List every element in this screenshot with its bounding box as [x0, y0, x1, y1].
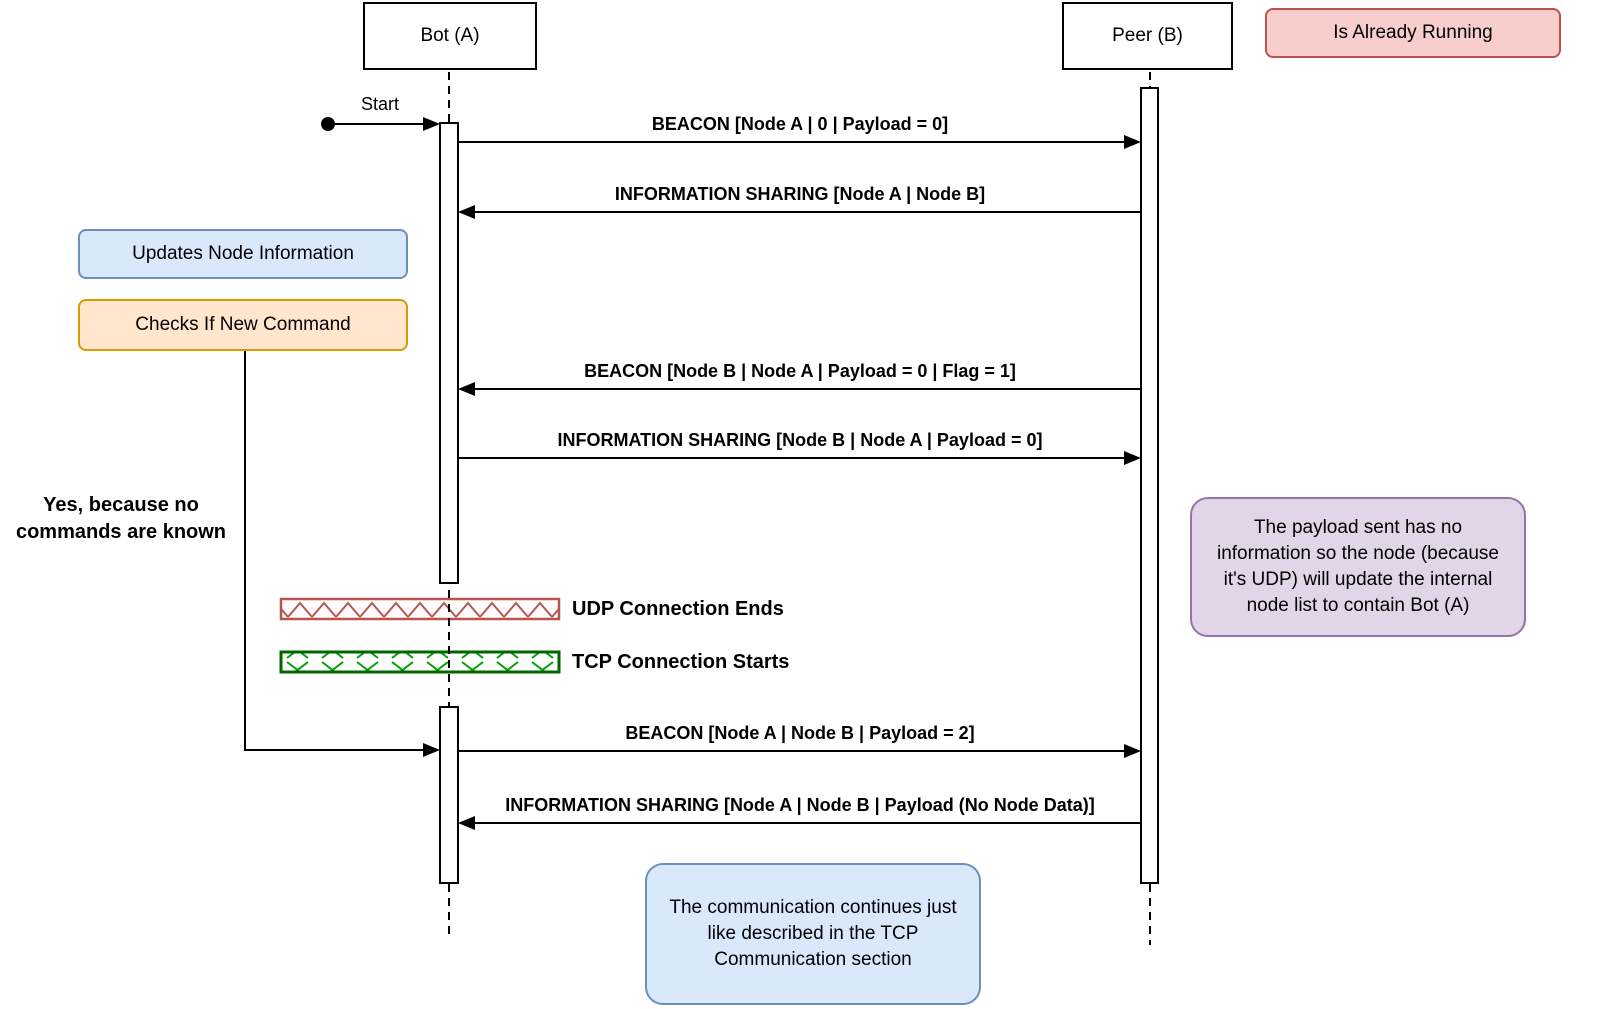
- label-tcp-connection-starts: TCP Connection Starts: [572, 651, 790, 673]
- actor-peer-label: Peer (B): [1112, 25, 1183, 46]
- message-line-5: [458, 744, 1141, 758]
- message-label-6: INFORMATION SHARING [Node A | Node B | P…: [505, 795, 1095, 815]
- actor-bot-label: Bot (A): [420, 25, 480, 46]
- bot-activation-bar-2: [439, 706, 459, 884]
- note-updates-node-information-text: Updates Node Information: [132, 243, 354, 264]
- message-line-2: [458, 205, 1141, 219]
- udp-connection-bar: [279, 597, 561, 621]
- label-udp-connection-ends: UDP Connection Ends: [572, 598, 784, 620]
- tcp-connection-bar: [279, 650, 561, 674]
- actor-bot: Bot (A): [363, 2, 537, 70]
- message-line-1: [458, 135, 1141, 149]
- start-arrow: [321, 117, 440, 131]
- note-is-already-running: Is Already Running: [1265, 8, 1561, 58]
- note-payload: The payload sent has no information so t…: [1190, 497, 1526, 637]
- note-updates-node-information: Updates Node Information: [78, 229, 408, 279]
- message-label-4: INFORMATION SHARING [Node B | Node A | P…: [557, 430, 1043, 450]
- note-tcp-continue: The communication continues just like de…: [645, 863, 981, 1005]
- checks-command-connector: [244, 351, 440, 757]
- note-payload-text: The payload sent has no information so t…: [1216, 517, 1499, 616]
- peer-activation-bar: [1140, 87, 1159, 884]
- note-tcp-continue-text: The communication continues just like de…: [669, 897, 957, 970]
- message-label-5: BEACON [Node A | Node B | Payload = 2]: [625, 723, 975, 743]
- note-checks-if-new-command-text: Checks If New Command: [135, 314, 351, 335]
- message-label-3: BEACON [Node B | Node A | Payload = 0 | …: [584, 361, 1016, 381]
- message-label-2: INFORMATION SHARING [Node A | Node B]: [614, 184, 986, 204]
- note-is-already-running-text: Is Already Running: [1333, 22, 1493, 43]
- bot-activation-bar-1: [439, 122, 459, 584]
- message-line-6: [458, 816, 1141, 830]
- message-line-4: [458, 451, 1141, 465]
- note-checks-if-new-command: Checks If New Command: [78, 299, 408, 351]
- message-label-1: BEACON [Node A | 0 | Payload = 0]: [651, 114, 949, 134]
- message-line-3: [458, 382, 1141, 396]
- label-yes-because-no-commands: Yes, because no commands are known: [15, 494, 227, 543]
- label-start: Start: [360, 94, 399, 114]
- actor-peer: Peer (B): [1062, 2, 1233, 70]
